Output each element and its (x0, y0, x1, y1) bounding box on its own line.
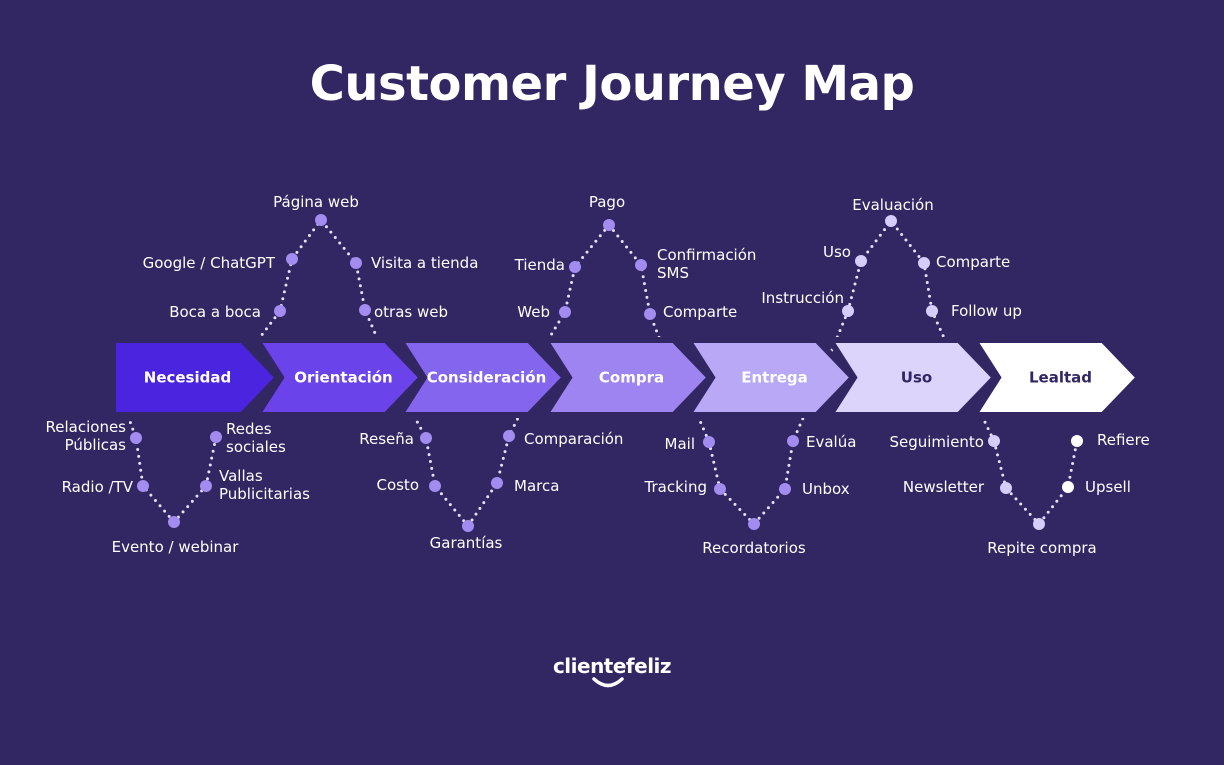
stage-arrow-1 (110, 337, 283, 418)
touchpoint-label-lealtad: Seguimiento (889, 433, 984, 451)
touchpoint-label-entrega: Mail (665, 435, 695, 453)
touchpoint-dot (926, 305, 938, 317)
touchpoint-dot (885, 215, 897, 227)
touchpoint-dot (350, 257, 362, 269)
touchpoint-label-orientacion: Boca a boca (169, 303, 261, 321)
touchpoint-label-lealtad: Upsell (1085, 478, 1131, 496)
touchpoint-label-compra: Comparte (663, 303, 737, 321)
stage-label: Necesidad (144, 369, 231, 387)
page-title: Customer Journey Map (309, 56, 915, 112)
touchpoint-label-necesidad: Radio /TV (62, 478, 134, 496)
stage-arrow-2 (251, 337, 427, 418)
dotted-path-compra (546, 222, 662, 342)
stage-label: Entrega (741, 369, 808, 387)
touchpoint-label-consideracion: Reseña (359, 430, 414, 448)
dotted-path-necesidad (126, 414, 218, 525)
touchpoint-label-orientacion: otras web (374, 303, 448, 321)
stage-arrows: Necesidad Orientación Consideración Compra E… (110, 337, 1144, 418)
touchpoint-dot (644, 308, 656, 320)
touchpoint-label-consideracion: Costo (376, 476, 419, 494)
touchpoint-dot (210, 431, 222, 443)
brand-logo: clientefeliz (552, 654, 672, 678)
touchpoint-dot (420, 432, 432, 444)
stage-label: Uso (901, 369, 932, 387)
touchpoint-label-uso: Uso (823, 243, 851, 261)
stage-label: Compra (599, 369, 664, 387)
touchpoint-label-compra: Web (517, 303, 550, 321)
touchpoint-dot (714, 483, 726, 495)
stage-label: Lealtad (1029, 369, 1092, 387)
touchpoint-label-consideracion: Comparación (524, 430, 623, 448)
touchpoint-dot (855, 255, 867, 267)
stage-arrow-5 (682, 337, 858, 418)
touchpoint-label-lealtad: Newsletter (903, 478, 985, 496)
touchpoint-label-compra: Tienda (514, 256, 565, 274)
touchpoint-label-orientacion: Google / ChatGPT (143, 254, 276, 272)
smile-icon (592, 677, 624, 688)
touchpoint-dot (1071, 435, 1083, 447)
touchpoint-dot (503, 430, 515, 442)
dotted-path-uso (830, 218, 947, 352)
touchpoint-label-orientacion: Página web (273, 193, 359, 211)
touchpoint-label-entrega: Evalúa (806, 433, 856, 451)
touchpoint-dot (748, 518, 760, 530)
dotted-path-orientacion (256, 217, 380, 342)
stage-label: Orientación (294, 369, 392, 387)
stage-arrow-7 (968, 337, 1144, 418)
touchpoint-dot (491, 477, 503, 489)
touchpoint-label-consideracion: Marca (514, 477, 559, 495)
dotted-path-consideracion (412, 414, 521, 529)
touchpoint-label-entrega: Recordatorios (702, 539, 806, 557)
touchpoint-label-uso: Instrucción (761, 289, 844, 307)
touchpoint-label-uso: Comparte (936, 253, 1010, 271)
dotted-path-entrega (696, 414, 806, 527)
touchpoint-label-consideracion: Garantías (430, 534, 503, 552)
touchpoint-label-orientacion: Visita a tienda (371, 254, 478, 272)
touchpoint-dot (842, 305, 854, 317)
touchpoint-dot (359, 304, 371, 316)
touchpoint-dot (635, 259, 647, 271)
touchpoint-dot (137, 480, 149, 492)
touchpoint-dot (286, 253, 298, 265)
touchpoint-label-lealtad: Refiere (1097, 431, 1150, 449)
touchpoint-label-necesidad: Evento / webinar (112, 538, 240, 556)
touchpoint-dot (462, 520, 474, 532)
touchpoint-dot (787, 435, 799, 447)
touchpoint-dot (315, 214, 327, 226)
touchpoint-dot (1033, 518, 1045, 530)
touchpoint-dot (559, 306, 571, 318)
touchpoint-dot (988, 435, 1000, 447)
dotted-path-lealtad (980, 414, 1079, 527)
touchpoint-label-entrega: Unbox (802, 480, 850, 498)
touchpoint-dot (168, 516, 180, 528)
stage-arrow-6 (824, 337, 1000, 418)
touchpoint-dot (429, 480, 441, 492)
touchpoint-dot (1062, 481, 1074, 493)
touchpoint-dot (703, 436, 715, 448)
touchpoint-label-lealtad: Repite compra (987, 539, 1096, 557)
touchpoint-label-uso: Evaluación (852, 196, 934, 214)
touchpoint-label-entrega: Tracking (644, 478, 707, 496)
touchpoint-dot (1000, 482, 1012, 494)
touchpoint-label-uso: Follow up (951, 302, 1022, 320)
touchpoint-dot (918, 257, 930, 269)
stage-arrow-4 (539, 337, 715, 418)
stage-label: Consideración (427, 369, 547, 387)
touchpoint-dot (779, 483, 791, 495)
touchpoint-dot (274, 305, 286, 317)
touchpoint-dot (130, 432, 142, 444)
touchpoint-dot (569, 261, 581, 273)
touchpoint-dot (603, 219, 615, 231)
touchpoint-dot (200, 480, 212, 492)
touchpoint-label-compra: Pago (589, 193, 625, 211)
touchpoint-dots (130, 214, 1083, 532)
stage-arrow-3 (394, 337, 570, 418)
